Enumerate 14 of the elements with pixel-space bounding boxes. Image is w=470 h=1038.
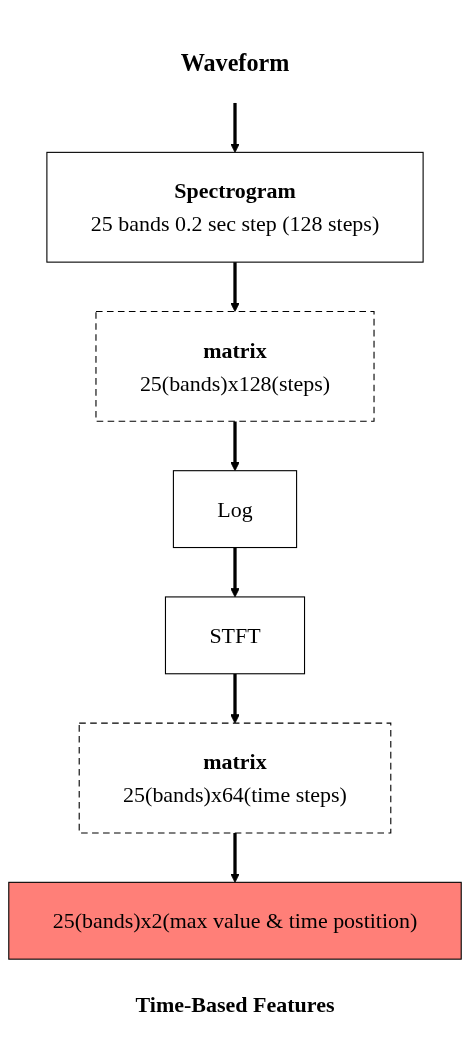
node-box: Log — [172, 470, 298, 549]
node-text: Waveform — [180, 49, 290, 77]
arrow — [230, 832, 240, 883]
arrow — [230, 673, 240, 724]
caption: Time-Based Features — [135, 991, 335, 1019]
node-box: 25(bands)x2(max value & time postition) — [8, 881, 462, 960]
node-box: Spectrogram 25 bands 0.2 sec step (128 steps) — [46, 151, 424, 263]
arrow — [230, 102, 240, 153]
node-box: STFT — [164, 596, 306, 675]
arrow — [230, 547, 240, 598]
arrow — [230, 421, 240, 472]
node-box: matrix 25(bands)x128(steps) — [95, 310, 375, 422]
arrow — [230, 262, 240, 312]
node-box: matrix 25(bands)x64(time steps) — [78, 722, 392, 834]
